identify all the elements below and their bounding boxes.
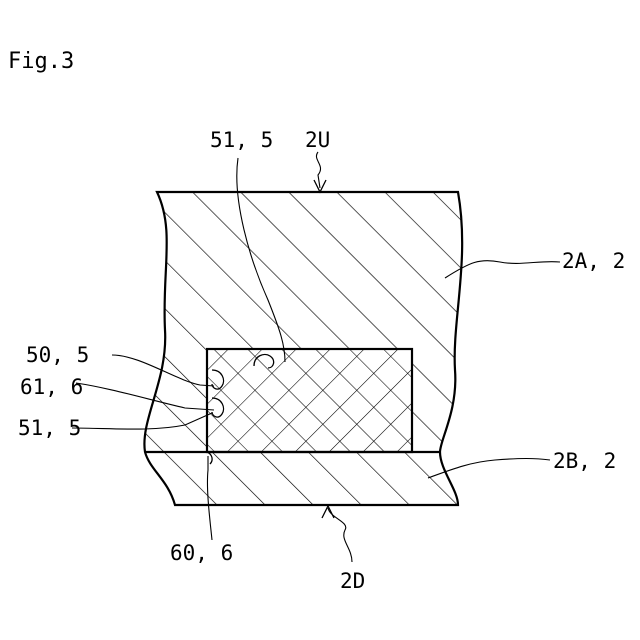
leader-2d — [328, 508, 352, 562]
label-bottom-corner: 60, 6 — [170, 541, 233, 565]
insert-block — [207, 349, 412, 452]
label-left-lower: 51, 5 — [18, 416, 81, 440]
label-left-middle: 61, 6 — [20, 375, 83, 399]
label-2a: 2A, 2 — [562, 249, 625, 273]
arrow-2d — [322, 506, 334, 518]
lower-layer-2b — [140, 452, 470, 505]
label-2d: 2D — [340, 569, 365, 593]
figure-title: Fig.3 — [8, 49, 74, 74]
leader-2u — [316, 152, 320, 188]
label-2u: 2U — [305, 128, 330, 152]
label-2b: 2B, 2 — [553, 449, 616, 473]
label-inner-top: 51, 5 — [210, 128, 273, 152]
label-left-upper: 50, 5 — [26, 343, 89, 367]
